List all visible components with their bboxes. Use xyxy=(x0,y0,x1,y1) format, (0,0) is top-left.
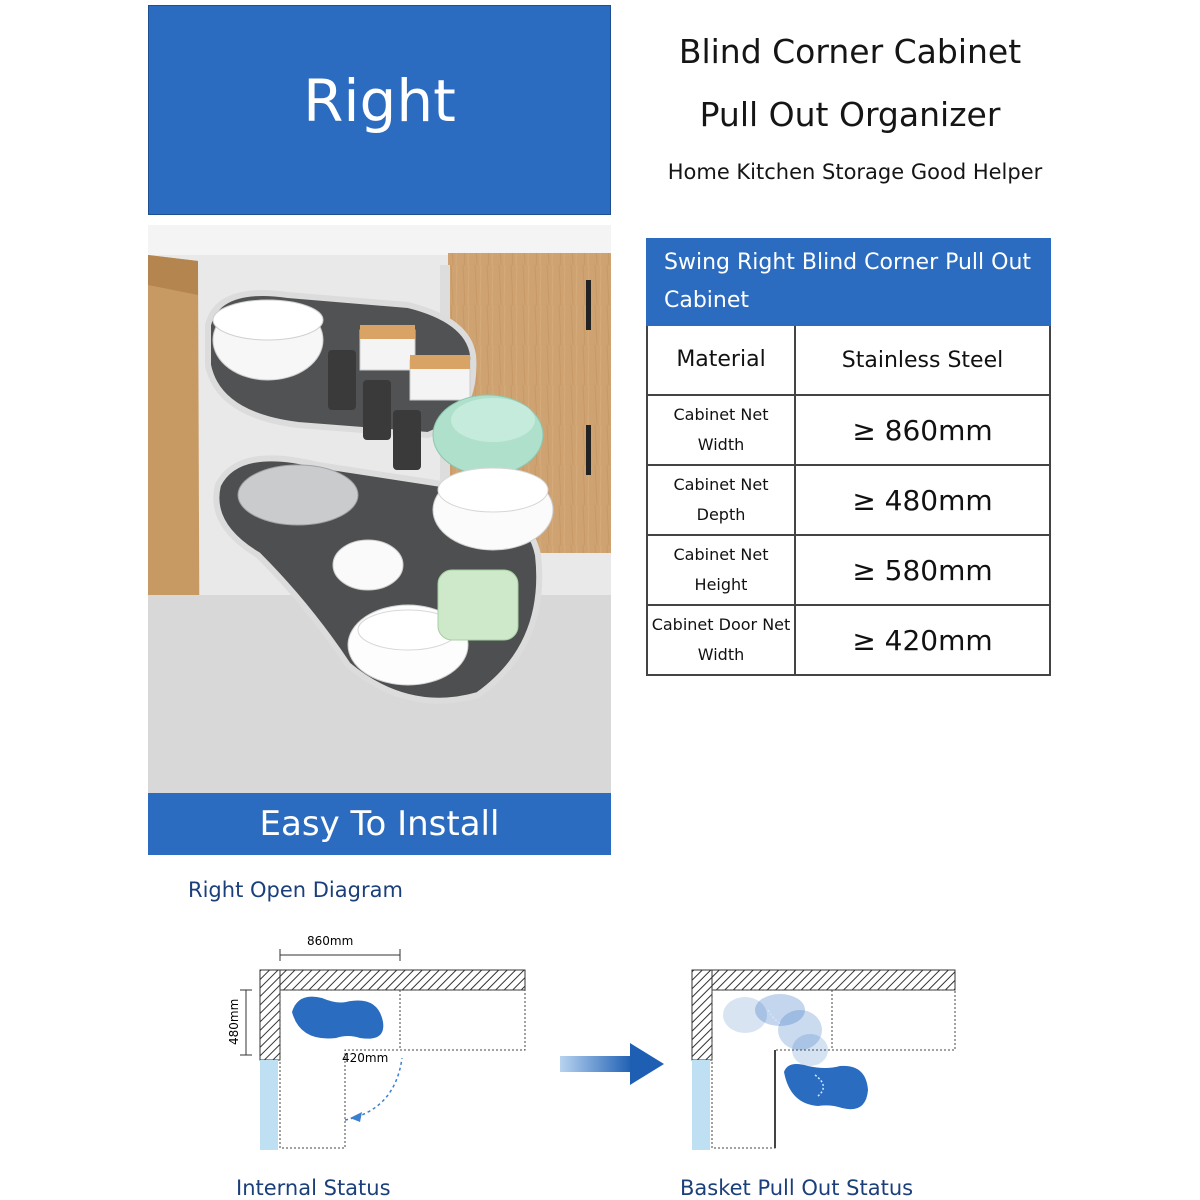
install-banner-text: Easy To Install xyxy=(259,804,500,844)
spec-value: ≥ 580mm xyxy=(794,534,1051,606)
dim-depth-label: 480mm xyxy=(227,999,241,1045)
pullout-status-diagram xyxy=(691,969,956,1150)
banner-title: Right xyxy=(303,67,456,135)
title-line-1: Blind Corner Cabinet xyxy=(678,32,1022,71)
spec-label: Material xyxy=(646,324,796,396)
table-row: Cabinet Net Height ≥ 580mm xyxy=(646,534,1051,606)
transition-arrow-icon xyxy=(560,1043,664,1085)
spec-label: Cabinet Net Depth xyxy=(646,464,796,536)
install-banner: Easy To Install xyxy=(148,793,611,855)
spec-value: Stainless Steel xyxy=(794,324,1051,396)
open-diagram: 860mm 480mm 420mm xyxy=(227,934,956,1150)
table-row: Material Stainless Steel xyxy=(646,324,1051,396)
product-photo xyxy=(148,225,611,793)
internal-status-diagram: 860mm 480mm 420mm xyxy=(227,934,526,1150)
product-photo-illustration xyxy=(148,225,611,793)
table-row: Cabinet Net Width ≥ 860mm xyxy=(646,394,1051,466)
dim-door-label: 420mm xyxy=(342,1051,388,1065)
spec-table: Swing Right Blind Corner Pull Out Cabine… xyxy=(646,238,1051,676)
table-row: Cabinet Net Depth ≥ 480mm xyxy=(646,464,1051,536)
spec-label: Cabinet Net Height xyxy=(646,534,796,606)
spec-value: ≥ 860mm xyxy=(794,394,1051,466)
right-banner: Right xyxy=(148,5,611,215)
subtitle: Home Kitchen Storage Good Helper xyxy=(667,160,1043,184)
dim-width-label: 860mm xyxy=(307,934,353,948)
spec-label: Cabinet Door Net Width xyxy=(646,604,796,676)
label-internal-status: Internal Status xyxy=(236,1176,391,1200)
table-row: Cabinet Door Net Width ≥ 420mm xyxy=(646,604,1051,676)
spec-value: ≥ 480mm xyxy=(794,464,1051,536)
label-pullout-status: Basket Pull Out Status xyxy=(680,1176,914,1200)
title-line-2: Pull Out Organizer xyxy=(699,95,1001,134)
spec-value: ≥ 420mm xyxy=(794,604,1051,676)
diagram-title: Right Open Diagram xyxy=(188,878,403,902)
spec-table-header-row: Swing Right Blind Corner Pull Out Cabine… xyxy=(646,238,1051,326)
spec-label: Cabinet Net Width xyxy=(646,394,796,466)
spec-table-header: Swing Right Blind Corner Pull Out Cabine… xyxy=(646,238,1051,326)
